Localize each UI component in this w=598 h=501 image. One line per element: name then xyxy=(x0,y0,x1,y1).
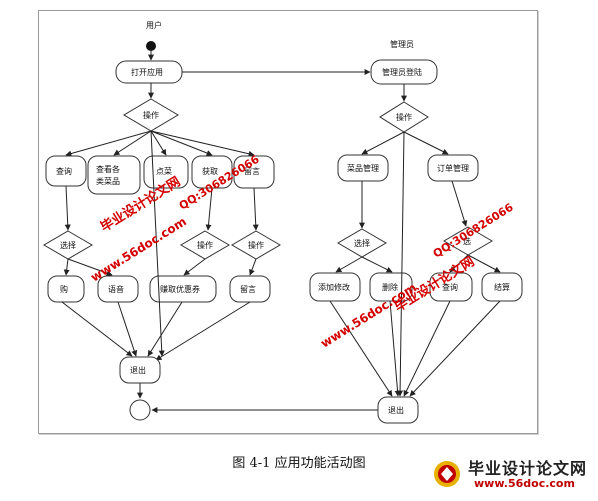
user-exit-label: 退出 xyxy=(130,365,146,375)
message-label: 留言 xyxy=(244,166,260,176)
choose-decision-label: 选择 xyxy=(60,240,76,250)
order-mgmt-node xyxy=(427,154,479,182)
earn-coupon-label: 赚取优惠券 xyxy=(160,284,200,294)
site-logo: 毕业设计论文网 www.56doc.com xyxy=(430,453,590,497)
leave-message-label: 留言 xyxy=(240,284,256,294)
voice-label: 语音 xyxy=(108,284,124,294)
operate-decision-3-label: 操作 xyxy=(248,240,264,250)
add-modify-label: 添加修改 xyxy=(318,282,350,292)
operate-decision-1-label: 操作 xyxy=(143,110,159,120)
logo-mark-icon xyxy=(434,461,460,487)
order-dish-label: 点菜 xyxy=(156,166,172,176)
admin-exit-label: 退出 xyxy=(388,405,404,415)
dish-mgmt-node xyxy=(337,154,389,182)
admin-login-label: 管理员登陆 xyxy=(382,67,422,77)
operate-decision-2-label: 操作 xyxy=(197,240,213,250)
browse-dishes-label: 查看各类菜品 xyxy=(96,164,120,186)
settle-node xyxy=(481,272,523,302)
admin-query-label: 查询 xyxy=(442,282,458,292)
end-node xyxy=(129,399,151,421)
logo-url: www.56doc.com xyxy=(474,477,575,490)
figure-caption: 图 4-1 应用功能活动图 xyxy=(232,456,366,471)
open-app-label: 打开应用 xyxy=(131,67,163,77)
admin-choose-2-label: 选 xyxy=(463,236,471,246)
order-mgmt-label: 订单管理 xyxy=(437,163,469,173)
get-coupon-label: 获取 xyxy=(202,166,218,176)
start-node xyxy=(146,41,156,51)
delete-label: 删除 xyxy=(382,282,398,292)
pay-label: 购 xyxy=(60,284,68,294)
actor-user-label: 用户 xyxy=(146,20,162,30)
dish-mgmt-label: 菜品管理 xyxy=(347,163,379,173)
add-modify-node xyxy=(309,272,361,302)
settle-label: 结算 xyxy=(494,282,510,292)
query-label: 查询 xyxy=(56,166,72,176)
admin-choose-1-label: 选择 xyxy=(354,238,370,248)
logo-name: 毕业设计论文网 xyxy=(468,459,588,478)
actor-admin-label: 管理员 xyxy=(390,39,414,49)
earn-coupon-node xyxy=(149,275,217,303)
browse-dishes-node xyxy=(87,155,141,195)
admin-operate-label: 操作 xyxy=(396,112,412,122)
pay-node xyxy=(47,275,85,303)
order-dish-node xyxy=(143,155,189,189)
admin-query-node xyxy=(429,272,473,302)
